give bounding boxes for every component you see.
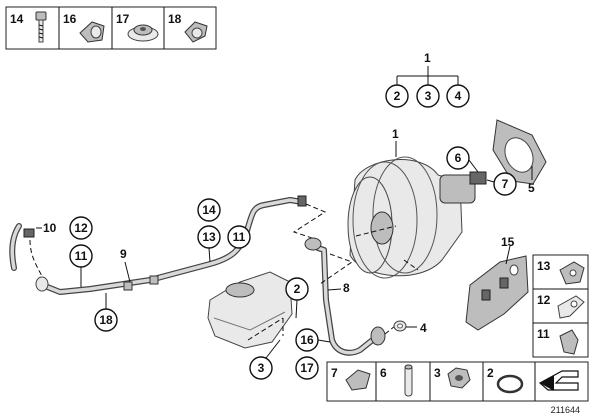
assembly-tree-child-3: 3 (425, 89, 432, 103)
callout-9: 9 (120, 247, 127, 261)
callout-16: 16 (300, 333, 314, 347)
brake-line (304, 237, 396, 356)
callout-11-left-group: 11 (69, 244, 93, 287)
callout-11-left: 11 (75, 249, 88, 263)
callout-1: 1 (392, 127, 399, 141)
assembly-tree-parent-label: 1 (424, 51, 431, 65)
right-box-label-11: 11 (537, 327, 550, 341)
top-parts-box: 14 16 17 18 (5, 6, 217, 50)
right-box-label-12: 12 (537, 293, 551, 307)
assembly-tree-child-2: 2 (394, 89, 401, 103)
callout-2-group: 2 (285, 277, 309, 319)
pin-icon (404, 364, 413, 397)
callout-12-left: 12 (74, 221, 88, 235)
callout-7-group: 7 (486, 172, 517, 196)
callout-11-middle-group: 11 (227, 225, 251, 249)
callout-5: 5 (528, 181, 535, 195)
seal-washer (393, 320, 407, 332)
callout-13-group: 13 (197, 225, 221, 263)
bolt-icon (35, 11, 47, 43)
callout-13: 13 (202, 230, 216, 244)
top-box-label-18: 18 (168, 12, 182, 26)
callout-6: 6 (455, 151, 462, 165)
bottom-parts-box: 7 6 3 2 (326, 361, 589, 402)
bottom-box-label-7: 7 (331, 366, 338, 380)
callout-10: 10 (43, 221, 57, 235)
assembly-tree-child-4: 4 (455, 89, 462, 103)
bracket-clip-icon (184, 21, 208, 43)
callout-12-left-group: 12 (69, 216, 93, 240)
callout-17-group: 17 (295, 356, 319, 380)
callout-15: 15 (501, 235, 515, 249)
fluid-reservoir (207, 271, 293, 349)
hex-nut-icon (447, 367, 471, 389)
holder-clip-icon (557, 295, 585, 319)
callout-8: 8 (343, 281, 350, 295)
top-box-label-17: 17 (116, 12, 130, 26)
gasket-seal: 5 (492, 119, 547, 195)
callout-11-middle: 11 (233, 230, 246, 244)
diagram-number: 211644 (551, 405, 580, 415)
more-parts-arrow-icon (538, 370, 579, 391)
callout-3-group: 3 (249, 339, 281, 380)
hose-clip-icon (79, 21, 105, 43)
bottom-box-label-3: 3 (434, 366, 441, 380)
bottom-box-label-6: 6 (380, 366, 387, 380)
right-parts-box: 13 12 11 (532, 254, 589, 358)
top-box-label-16: 16 (63, 12, 77, 26)
callout-18-group: 18 (94, 293, 118, 332)
assembly-tree: 1 2 3 4 (385, 51, 470, 108)
clip-bracket-icon (559, 261, 585, 285)
callout-16-group: 16 (295, 328, 331, 352)
callout-18: 18 (99, 313, 113, 327)
callout-7: 7 (502, 177, 509, 191)
callout-14: 14 (202, 203, 216, 217)
callout-6-group: 6 (446, 146, 479, 173)
o-ring-icon (496, 374, 524, 394)
right-box-label-13: 13 (537, 259, 551, 273)
callout-14-group: 14 (197, 198, 221, 222)
brake-booster: 1 (347, 127, 487, 279)
callout-17: 17 (300, 361, 314, 375)
callout-4: 4 (420, 321, 427, 335)
spring-clip-icon (345, 369, 371, 391)
top-box-label-14: 14 (10, 12, 24, 26)
connector-clip-icon (559, 329, 579, 355)
callout-2: 2 (294, 282, 301, 296)
callout-3: 3 (258, 361, 265, 375)
bottom-box-label-2: 2 (487, 366, 494, 380)
mounting-bracket: 15 (465, 235, 529, 331)
flange-nut-icon (127, 24, 159, 42)
